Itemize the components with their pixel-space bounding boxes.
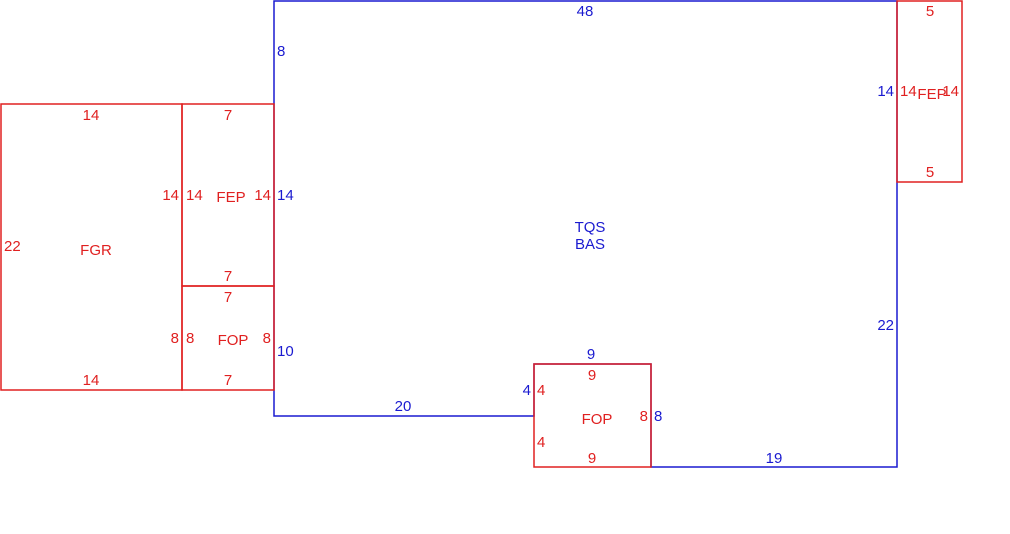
porch-left-dim-top: 7 xyxy=(224,107,232,124)
main-dim-right-upper: 14 xyxy=(877,83,894,100)
patio-left-label: FOP xyxy=(218,332,249,349)
main-dim-mid-left: 14 xyxy=(277,187,294,204)
patio-left-dim-inner-left: 8 xyxy=(186,330,194,347)
patio-left-dim-right: 8 xyxy=(263,330,271,347)
garage-dim-bottom: 14 xyxy=(83,372,100,389)
patio-bottom-label: FOP xyxy=(582,411,613,428)
porch-left-dim-bottom: 7 xyxy=(224,268,232,285)
garage-label: FGR xyxy=(80,242,112,259)
main-dim-upper-left: 8 xyxy=(277,43,285,60)
garage-dim-top: 14 xyxy=(83,107,100,124)
main-dim-lower-left: 10 xyxy=(277,343,294,360)
porch-left-label: FEP xyxy=(216,189,245,206)
patio-bottom-dim-left-lower: 4 xyxy=(537,434,545,451)
patio-left-dim-top: 7 xyxy=(224,289,232,306)
patio-bottom-dim-bottom: 9 xyxy=(588,450,596,467)
porch-right-dim-top: 5 xyxy=(926,3,934,20)
porch-right-label: FEP xyxy=(917,86,946,103)
patio-left-outline xyxy=(181,285,275,391)
porch-right-dim-bottom: 5 xyxy=(926,164,934,181)
main-dim-notch-top: 9 xyxy=(587,346,595,363)
main-area-label-line1: TQS xyxy=(575,219,606,236)
patio-left-dim-left: 8 xyxy=(171,330,179,347)
main-dim-right-lower: 22 xyxy=(877,317,894,334)
patio-bottom-dim-top: 9 xyxy=(588,367,596,384)
patio-bottom-dim-left-upper: 4 xyxy=(537,382,545,399)
patio-left-dim-bottom: 7 xyxy=(224,372,232,389)
garage-dim-left: 22 xyxy=(4,238,21,255)
main-dim-top: 48 xyxy=(577,3,594,20)
patio-bottom-outline xyxy=(533,363,652,468)
main-dim-bottom-right: 19 xyxy=(766,450,783,467)
main-dim-bottom-left: 20 xyxy=(395,398,412,415)
patio-bottom-dim-right: 8 xyxy=(640,408,648,425)
main-dim-notch-left: 4 xyxy=(523,382,531,399)
main-area-label-line2: BAS xyxy=(575,236,605,253)
porch-right-dim-right: 14 xyxy=(942,83,959,100)
porch-left-dim-left: 14 xyxy=(162,187,179,204)
porch-left-dim-inner-left: 14 xyxy=(186,187,203,204)
main-dim-notch-right: 8 xyxy=(654,408,662,425)
porch-right-outline xyxy=(896,0,963,183)
porch-left-dim-right: 14 xyxy=(254,187,271,204)
porch-right-dim-left: 14 xyxy=(900,83,917,100)
